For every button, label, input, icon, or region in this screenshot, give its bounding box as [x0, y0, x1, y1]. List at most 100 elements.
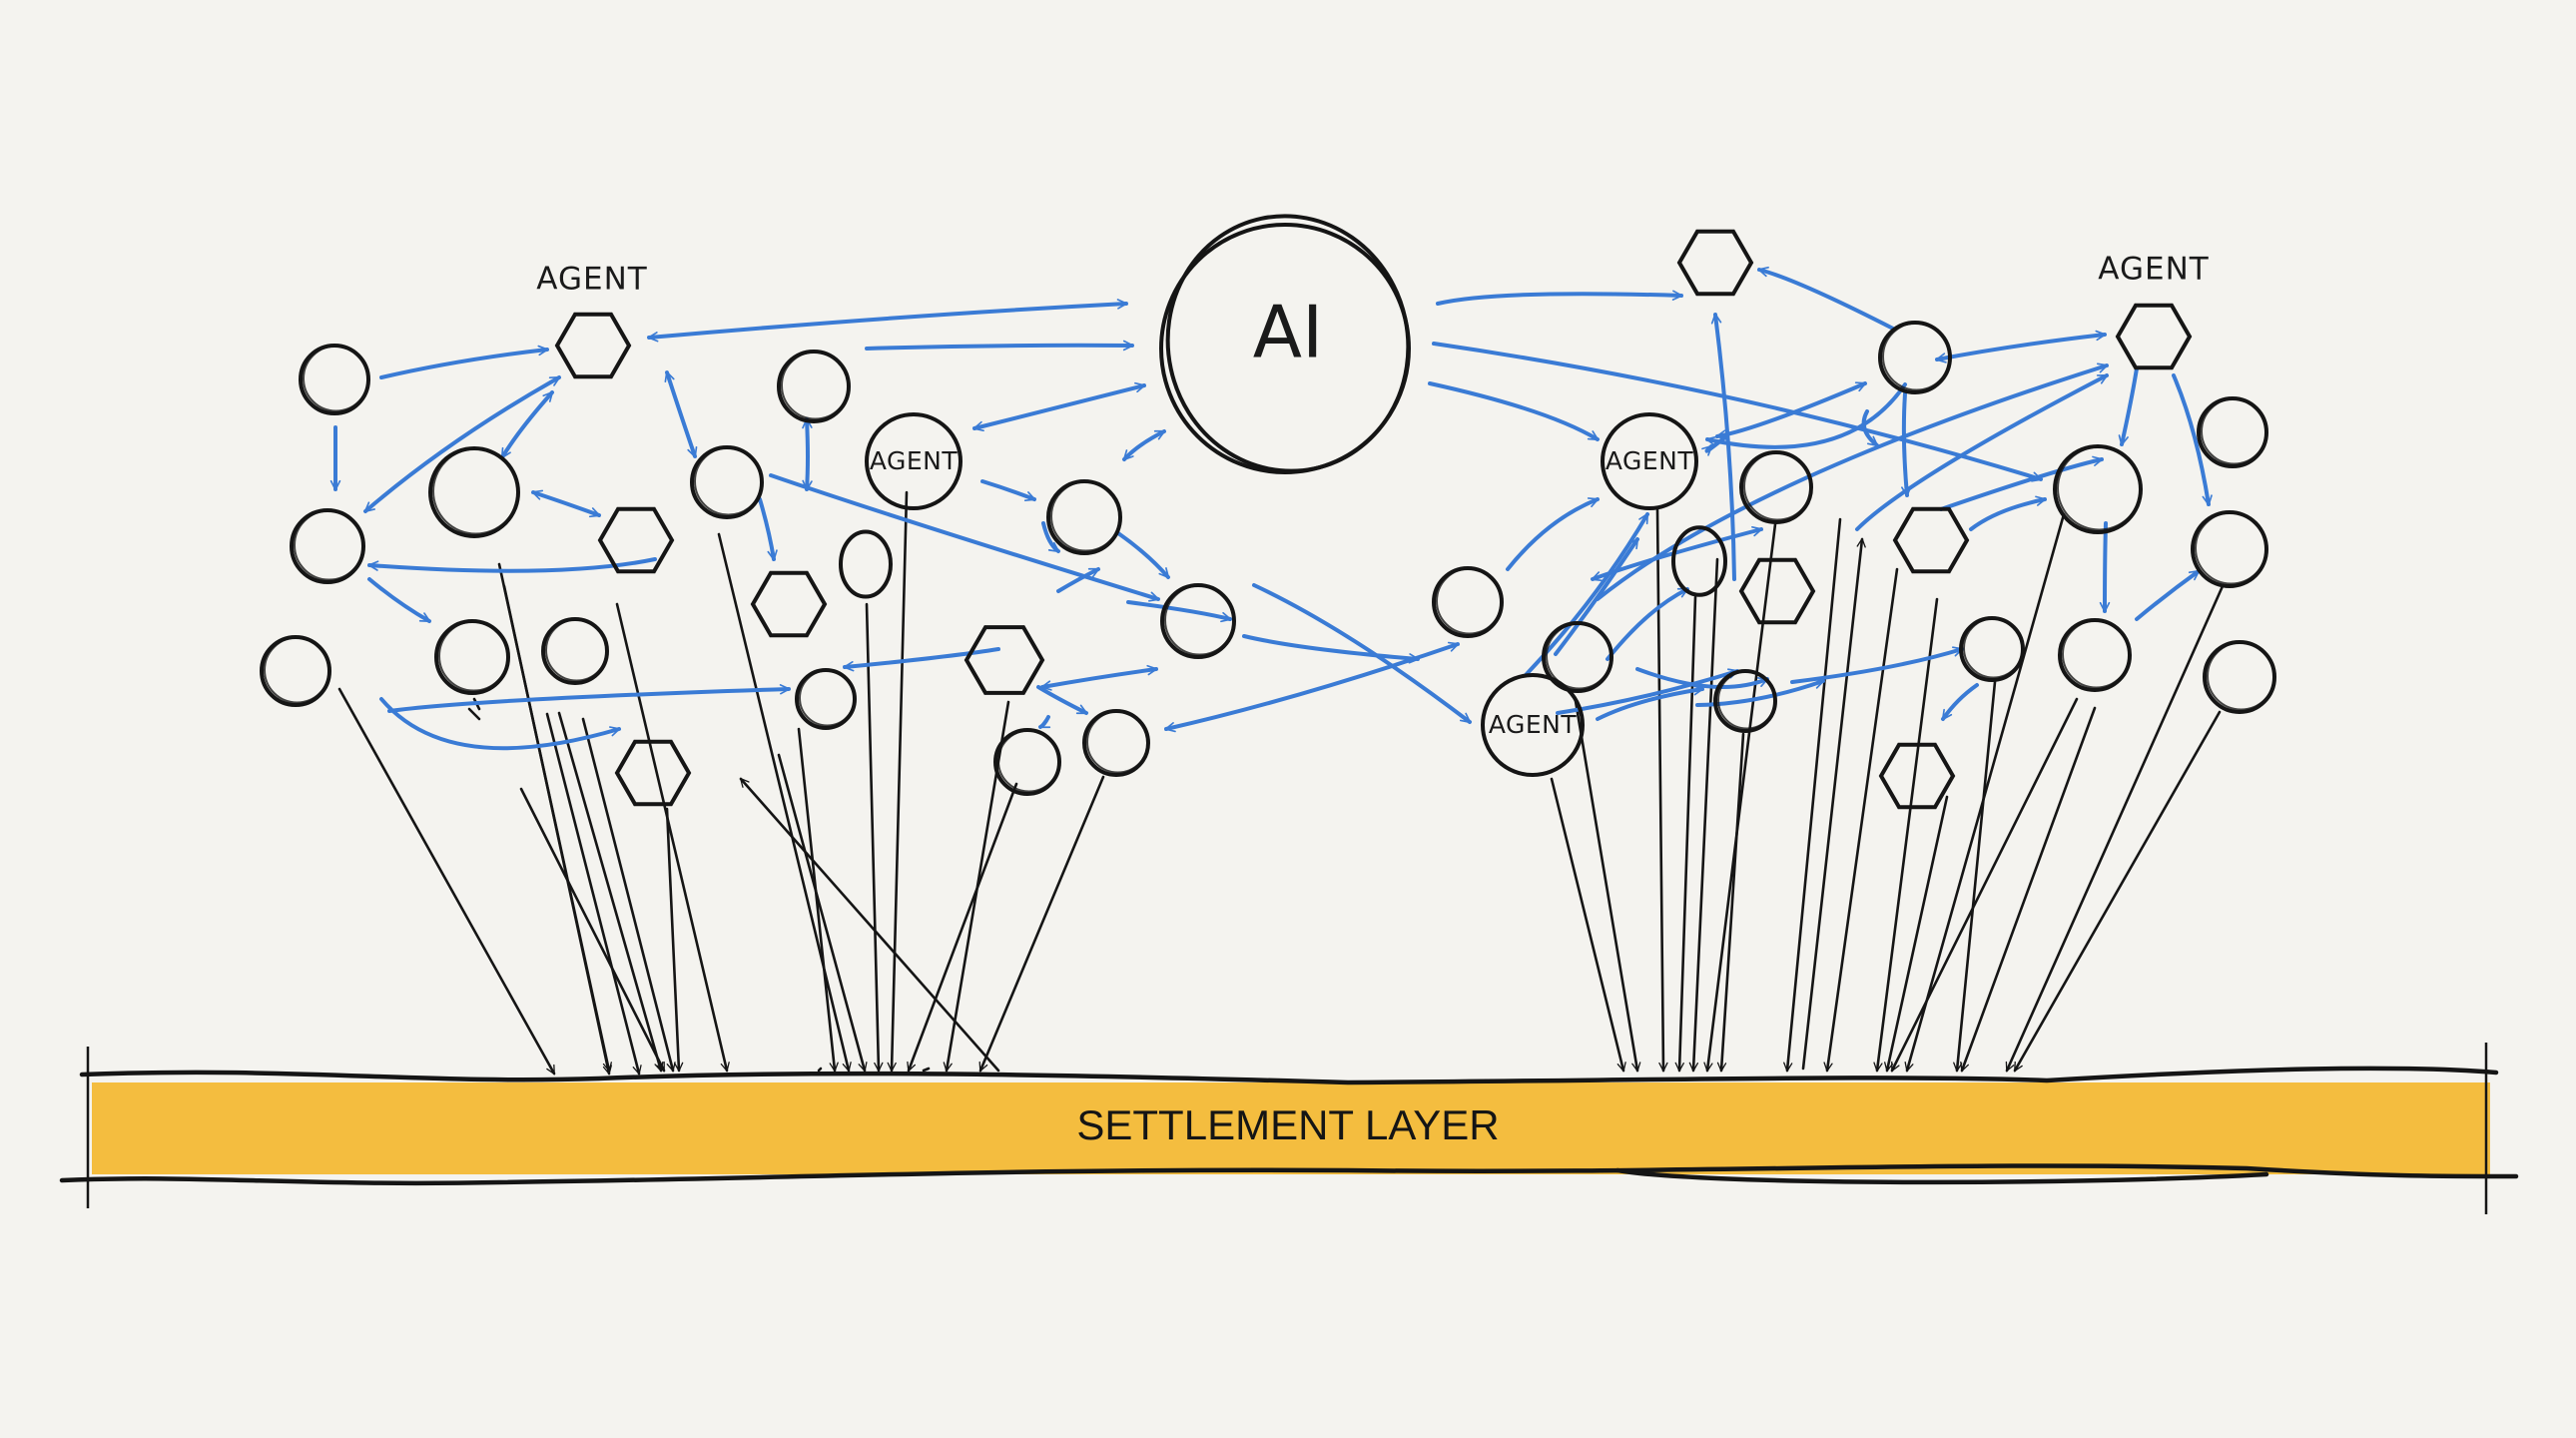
settlement-link-arrow: [2013, 710, 2222, 1071]
hexagon-node: [614, 739, 692, 807]
connection-arrow: [1056, 567, 1098, 593]
connection-arrow: [845, 647, 1000, 667]
settlement-links: [337, 490, 2225, 1074]
hexagon-node: [1738, 557, 1816, 625]
bidirectional-connection-arrow: [807, 417, 808, 489]
settlement-link-arrow: [497, 562, 609, 1071]
connection-arrow: [1707, 382, 1907, 449]
agent-node-right-label: AGENT: [1606, 446, 1694, 475]
hexagon-node: [964, 625, 1045, 695]
connection-arrow: [379, 697, 619, 751]
settlement-link-arrow: [1679, 595, 1697, 1071]
settlement-link-arrow: [1655, 507, 1663, 1071]
connection-arrow: [758, 497, 774, 559]
settlement-link-arrow: [1550, 777, 1623, 1071]
hexagon-node: [554, 312, 632, 379]
hexagon-node: [1892, 506, 1970, 574]
connection-arrow: [1904, 391, 1907, 495]
connection-arrow: [1855, 373, 2107, 531]
bidirectional-connection-arrow: [974, 385, 1144, 428]
connection-arrow: [1041, 521, 1060, 553]
connection-arrow: [1428, 381, 1598, 441]
settlement-link-arrow: [581, 717, 673, 1071]
settlement-link-arrow: [865, 602, 879, 1071]
agent-connections: [335, 270, 2209, 751]
agent-node-left: AGENT: [865, 412, 963, 510]
agent-label-top-right: AGENT: [2098, 252, 2209, 288]
connection-arrow: [367, 577, 429, 623]
connection-arrow: [1036, 685, 1086, 715]
settlement-link-arrow: [717, 532, 849, 1071]
settlement-bottom-loop: [1614, 1167, 2269, 1185]
settlement-bottom-line: [59, 1163, 2519, 1186]
settlement-link-arrow: [337, 687, 556, 1074]
settlement-link-arrow: [519, 787, 666, 1071]
connection-arrow: [1861, 409, 1879, 447]
connection-arrow: [2105, 521, 2106, 613]
connection-arrow: [1969, 499, 2045, 531]
settlement-link-arrow: [817, 1067, 823, 1073]
bidirectional-connection-arrow: [1042, 669, 1156, 687]
connection-arrow: [1790, 649, 1962, 684]
agent-node-bottom: AGENT: [1481, 673, 1585, 777]
connection-arrow: [1242, 634, 1418, 659]
settlement-link-arrow: [1962, 706, 2097, 1071]
hexagon-node: [1878, 742, 1956, 810]
nodes: [260, 229, 2276, 810]
ai-hub: AI: [1159, 214, 1411, 474]
settlement-link-arrow: [665, 807, 679, 1071]
hexagon-node: [2115, 303, 2193, 370]
settlement-link-arrow: [980, 775, 1105, 1071]
bidirectional-connection-arrow: [1122, 429, 1164, 461]
settlement-bar: [92, 1082, 2490, 1174]
settlement-layer: SETTLEMENT LAYER: [59, 1043, 2519, 1214]
connection-arrow: [379, 350, 547, 379]
connection-arrow: [769, 473, 1158, 599]
connection-arrow: [1606, 587, 1687, 661]
ai-hub-circle-overdraw: [1165, 214, 1411, 473]
connection-arrow: [2135, 569, 2201, 621]
settlement-link-arrow: [1801, 539, 1862, 1071]
settlement-top-line: [79, 1066, 2499, 1085]
settlement-link-arrow: [1907, 512, 2066, 1071]
bidirectional-connection-arrow: [1937, 335, 2105, 360]
settlement-layer-label: SETTLEMENT LAYER: [1076, 1101, 1499, 1148]
settlement-link-arrow: [1957, 680, 1997, 1071]
hexagon-node: [750, 570, 828, 638]
settlement-link-arrow: [557, 711, 661, 1071]
circle-node: [839, 529, 893, 599]
settlement-link-arrow: [545, 712, 639, 1074]
connection-arrow: [1635, 667, 1767, 689]
connection-arrow: [1252, 583, 1472, 724]
connection-arrow: [1715, 315, 1736, 581]
connection-arrow: [369, 557, 657, 573]
settlement-link-arrow: [2005, 584, 2225, 1071]
connection-arrow: [1126, 600, 1230, 619]
settlement-link-arrow: [797, 727, 835, 1071]
settlement-link-arrow: [777, 753, 865, 1071]
connection-arrow: [1506, 497, 1598, 571]
connection-arrow: [1040, 715, 1048, 729]
ai-hub-label: AI: [1253, 291, 1324, 374]
connection-arrow: [1596, 365, 2107, 601]
connection-arrow: [1116, 531, 1170, 579]
settlement-link-arrow: [1877, 597, 1939, 1071]
settlement-link-arrow: [922, 1067, 931, 1073]
settlement-link-arrow: [1693, 557, 1719, 1071]
hexagon-node: [1676, 229, 1754, 297]
settlement-link-arrow: [1887, 795, 1949, 1071]
connection-arrow: [387, 689, 791, 713]
settlement-link-arrow: [739, 779, 1000, 1073]
connection-arrow: [1759, 270, 1895, 331]
settlement-link-arrow: [615, 602, 727, 1071]
settlement-link-arrow: [1827, 567, 1899, 1071]
connection-arrow: [865, 346, 1134, 349]
bidirectional-connection-arrow: [667, 372, 695, 456]
settlement-link-arrow: [1787, 517, 1842, 1071]
settlement-link-arrow: [1707, 522, 1777, 1071]
hexagon-node: [597, 506, 675, 574]
bidirectional-connection-arrow: [363, 375, 559, 513]
connection-arrow: [2122, 366, 2139, 444]
connection-arrow: [980, 479, 1034, 501]
